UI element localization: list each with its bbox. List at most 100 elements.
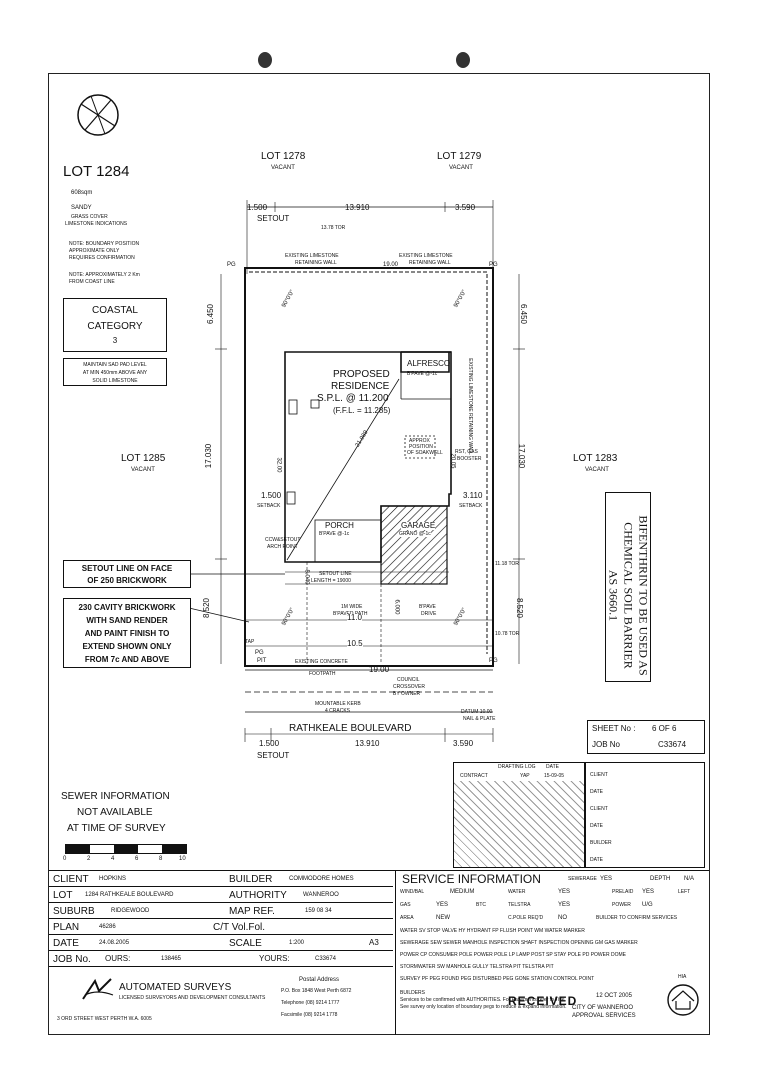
wind-label: WIND/BAL: [400, 889, 425, 895]
telstra-label: TELSTRA: [508, 902, 531, 908]
category-label: CATEGORY: [87, 321, 143, 332]
scale-tick-2: 2: [87, 856, 91, 862]
company-name: AUTOMATED SURVEYS: [119, 982, 232, 993]
residence-label: RESIDENCE: [331, 381, 390, 392]
lot-1278-label: LOT 1278: [261, 151, 306, 162]
wall-top-2a: EXISTING LIMESTONE: [399, 253, 453, 259]
stamp-line-1: BIFENTHRIN TO BE USED AS: [636, 515, 651, 676]
sewer-note-1: SEWER INFORMATION: [61, 791, 170, 802]
postal-title: Postal Address: [299, 977, 340, 983]
coast-note-1: NOTE: APPROXIMATELY 2 Km: [69, 272, 140, 278]
received-date: 12 OCT 2005: [596, 993, 632, 999]
sheet-no-label: SHEET No :: [592, 724, 636, 733]
company-address: 3 ORD STREET WEST PERTH W.A. 6005: [57, 1016, 152, 1022]
service-panel: SERVICE INFORMATION SEWERAGE YES DEPTH N…: [395, 871, 710, 1035]
tor-low: 10.78 TOR: [495, 631, 520, 637]
setout-top: SETOUT: [257, 214, 290, 223]
dim-side-bot-right: 8.520: [515, 597, 525, 619]
tor-mid: 11.18 TOR: [495, 561, 519, 567]
power-label: POWER: [612, 902, 631, 908]
stamp-line-2: CHEMICAL SOIL BARRIER: [621, 522, 636, 669]
pg-top-left: PG: [227, 262, 236, 268]
sheet-number-box: SHEET No : 6 OF 6 JOB No C33674: [587, 720, 705, 754]
hia-logo-icon: [667, 984, 699, 1016]
punch-hole-right: [456, 52, 470, 68]
drafting-log-title: DRAFTING LOG: [498, 764, 536, 770]
coast-note-2: FROM COAST LINE: [69, 279, 115, 285]
boundary-note-2: APPROXIMATE ONLY: [69, 248, 120, 254]
gas-booster-2: BOOSTER: [457, 456, 482, 462]
approval-2: APPROVAL SERVICES: [572, 1013, 636, 1019]
scale-tick-6: 6: [135, 856, 139, 862]
council-2: CROSSOVER: [393, 684, 425, 690]
signoff-client-1: CLIENT: [590, 772, 608, 778]
setout-bottom: SETOUT: [257, 751, 290, 760]
info-table: CLIENT HOPKINS BUILDER COMMODORE HOMES L…: [49, 870, 709, 1035]
soil-note-1: GRASS COVER: [71, 214, 108, 220]
soakwell-2: POSITION: [409, 444, 433, 450]
prelaid-value: YES: [642, 889, 655, 895]
prelaid-side: LEFT: [678, 889, 691, 895]
disclaimer-line-1: Services to be confirmed with AUTHORITIE…: [400, 997, 566, 1003]
client-signoff: CLIENT DATE CLIENT DATE BUILDER DATE: [585, 762, 705, 868]
cpole-label: C.POLE REQ'D: [508, 915, 544, 921]
scale-bar: [65, 844, 187, 854]
dim-side-mid-left: 17.030: [204, 443, 214, 469]
builder-confirm: BUILDER TO CONFIRM SERVICES: [596, 915, 678, 921]
cavity-note-5: FROM 7c AND ABOVE: [84, 655, 170, 664]
row-client: CLIENT HOPKINS BUILDER COMMODORE HOMES: [49, 871, 393, 887]
porch-pave: B'PAVE @-1c: [319, 531, 350, 537]
company-logo-icon: [82, 978, 114, 1000]
signoff-date-2: DATE: [590, 823, 603, 829]
water-label: WATER: [508, 889, 526, 895]
drive-label-2: DRIVE: [421, 611, 437, 617]
wall-top-2b: RETAINING WALL: [409, 260, 451, 266]
signoff-builder: BUILDER: [590, 840, 612, 846]
punch-hole-left: [258, 52, 272, 68]
wall-top-1b: RETAINING WALL: [295, 260, 337, 266]
setback-left-label: SETBACK: [257, 503, 281, 509]
path-label-1: 1M WIDE: [341, 604, 363, 610]
gas-label: GAS: [400, 902, 411, 908]
telstra-value: YES: [558, 902, 571, 908]
coastal-label: COASTAL: [92, 305, 138, 316]
contour-105: 10.5: [347, 639, 363, 648]
hia-label: HIA: [678, 974, 687, 980]
row-lot: LOT 1284 RATHKEALE BOULEVARD AUTHORITY W…: [49, 887, 393, 903]
sewerage-label: SEWERAGE: [568, 876, 597, 882]
soakwell-1: APPROX: [409, 438, 430, 444]
sand-pad-note: MAINTAIN SAD PAD LEVEL AT MIN 450mm ABOV…: [63, 358, 167, 386]
cavity-brickwork-note: 230 CAVITY BRICKWORK WITH SAND RENDER AN…: [63, 598, 191, 668]
legend-stormwater: STORMWATER SW MANHOLE GULLY TELSTRA PIT …: [400, 964, 554, 970]
job-no-value: C33674: [658, 740, 687, 749]
lot-1285-status: VACANT: [131, 467, 155, 473]
sheet-no-value: 6 OF 6: [652, 724, 677, 733]
datum-2: NAIL & PLATE: [463, 716, 496, 722]
spl-label: S.P.L. @ 11.200: [317, 393, 389, 404]
north-arrow-icon: [77, 94, 119, 136]
survey-sheet: LOT 1284 608sqm SANDY GRASS COVER LIMEST…: [48, 73, 710, 1035]
lot-1283-label: LOT 1283: [573, 453, 618, 464]
garage-sub: GRANO @-1c: [399, 531, 431, 537]
cavity-note-1: 230 CAVITY BRICKWORK: [78, 603, 176, 612]
lot-1279-label: LOT 1279: [437, 151, 482, 162]
site-plan-drawing: [173, 200, 525, 742]
boundary-note-1: NOTE: BOUNDARY POSITION: [69, 241, 140, 247]
dim-6000: 6.000: [393, 599, 400, 615]
disclaimer-title: BUILDERS: [400, 990, 426, 996]
postal-fax: Facsimile (08) 9214 1778: [281, 1012, 338, 1018]
ffl-label: (F.F.L. = 11.285): [333, 406, 391, 415]
scale-tick-8: 8: [159, 856, 163, 862]
gas-booster-1: RST, GAS: [455, 449, 478, 455]
dim-3200: 32.00: [275, 457, 282, 473]
drafting-log-by: YAP: [520, 773, 530, 779]
setback-right-label: SETBACK: [459, 503, 483, 509]
prelaid-label: PRELAID: [612, 889, 634, 895]
pad-note-1: MAINTAIN SAD PAD LEVEL: [83, 362, 147, 368]
pit-label: PIT: [257, 658, 267, 664]
power-value: U/G: [642, 902, 653, 908]
soakwell-3: OF SOAKWELL: [407, 450, 443, 456]
setback-right-dim: 3.110: [463, 491, 483, 500]
coastal-category-box: COASTAL CATEGORY 3: [63, 298, 167, 352]
lot-title: LOT 1284: [63, 163, 130, 180]
